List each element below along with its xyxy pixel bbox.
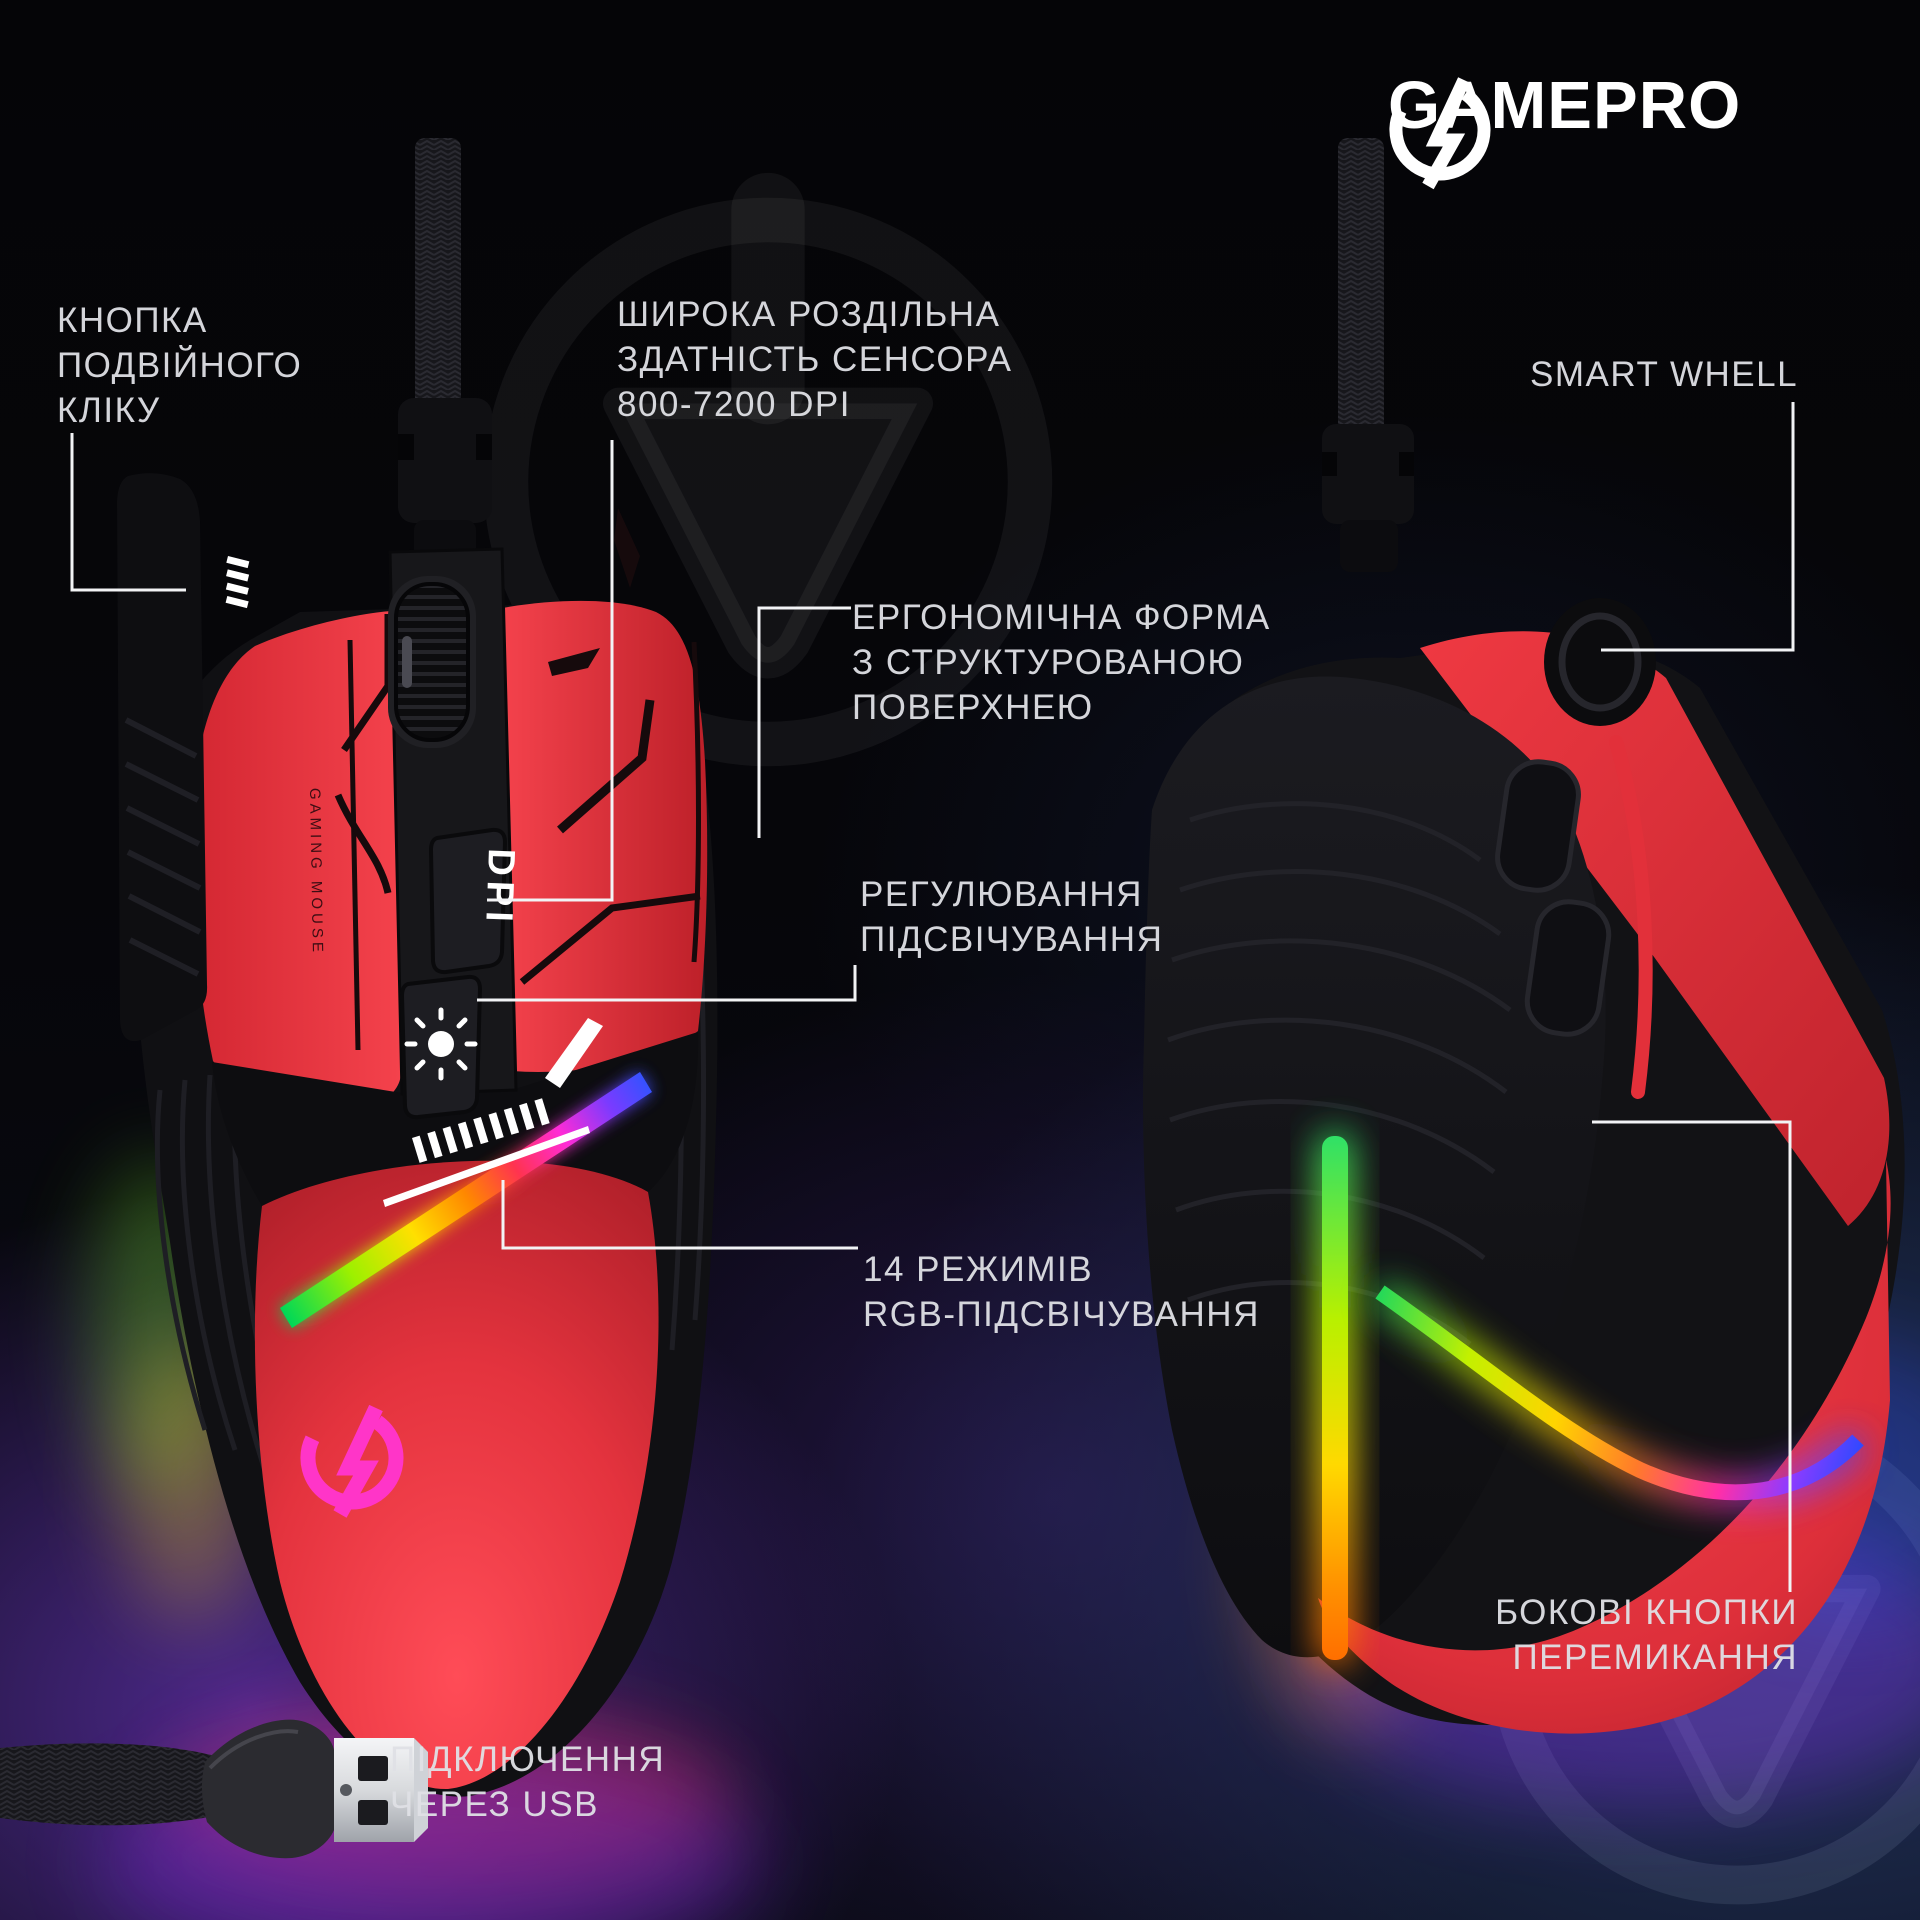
label-line: ЕРГОНОМІЧНА ФОРМА [852,598,1271,637]
label-side-buttons: БОКОВІ КНОПКИ ПЕРЕМИКАННЯ [1495,1590,1798,1680]
side-button-forward [1495,759,1581,893]
side-black-hump [1143,676,1606,1658]
middle-band [212,1032,699,1206]
palm-rest [254,1160,659,1790]
double-click-side-button [117,473,208,1042]
label-line: RGB-ПІДСВІЧУВАННЯ [863,1295,1260,1334]
usb-plug [334,1738,428,1842]
label-double-click-button: КНОПКА ПОДВІЙНОГО КЛІКУ [57,298,302,433]
usb-cable-icon [0,1719,428,1859]
callout-sensor-dpi [487,440,614,902]
label-line: ПІДСВІЧУВАННЯ [860,920,1164,959]
side-buttons-group [1495,759,1612,1037]
label-smart-wheel: SMART WHELL [1530,352,1798,397]
scroll-wheel [388,576,476,748]
side-button-back [1524,899,1612,1037]
label-usb-connection: ПІДКЛЮЧЕННЯ ЧЕРЕЗ USB [390,1737,665,1827]
decor-accent-lines [334,508,701,1051]
label-line: ПОВЕРХНЕЮ [852,688,1094,727]
side-rgb-front [1322,1136,1348,1660]
label-line: ШИРОКА РОЗДІЛЬНА [617,295,1001,334]
label-line: ПІДКЛЮЧЕННЯ [390,1740,666,1779]
label-line: SMART WHELL [1530,355,1799,394]
callout-rgb-modes [501,1180,858,1250]
decor-white-marks [225,556,603,1207]
callout-ergonomic [757,606,851,838]
brightness-icon [404,1007,478,1081]
label-line: 800-7200 DPI [617,385,851,424]
cable-strain-relief [398,398,492,568]
label-line: РЕГУЛЮВАННЯ [860,875,1143,914]
callout-double-click [70,433,186,592]
label-line: КНОПКА [57,301,208,340]
callout-backlight [477,965,857,1002]
brand-logo: GAMEPRO [1388,72,1741,190]
mouse-top-view: DPI GAMING MOU [117,138,718,1797]
label-line: ЗДАТНІСТЬ СЕНСОРА [617,340,1013,379]
side-rgb-bottom [1375,1285,1864,1501]
dpi-button: DPI [428,827,522,975]
braided-cable-side [1338,138,1384,438]
braided-cable [415,138,461,428]
label-line: З СТРУКТУРОВАНОЮ [852,643,1245,682]
side-red-sliver [1609,735,1653,1099]
label-line: ПЕРЕМИКАННЯ [1512,1638,1798,1677]
label-rgb-modes: 14 РЕЖИМІВ RGB-ПІДСВІЧУВАННЯ [863,1247,1260,1337]
mouse-side-view [1143,138,1905,1734]
dpi-button-label: DPI [477,848,522,928]
mouse-logo [300,1404,404,1518]
left-click-shell [191,611,401,1113]
label-sensor-dpi: ШИРОКА РОЗДІЛЬНА ЗДАТНІСТЬ СЕНСОРА 800-7… [617,292,1013,427]
shell-print-text: GAMING MOUSE [306,788,326,956]
callout-smart-wheel [1601,402,1795,652]
label-line: 14 РЕЖИМІВ [863,1250,1094,1289]
rgb-strip [280,1072,652,1328]
label-line: ПОДВІЙНОГО [57,346,303,385]
side-scroll-wheel [1544,598,1656,726]
side-red-bottom [1318,1160,1891,1734]
callout-side-buttons [1592,1120,1792,1592]
label-line: ЧЕРЕЗ USB [390,1785,599,1824]
label-line: КЛІКУ [57,391,161,430]
label-ergonomic-shape: ЕРГОНОМІЧНА ФОРМА З СТРУКТУРОВАНОЮ ПОВЕР… [852,595,1271,730]
label-line: БОКОВІ КНОПКИ [1495,1593,1798,1632]
backlight-button [399,974,483,1120]
label-backlight-adjust: РЕГУЛЮВАННЯ ПІДСВІЧУВАННЯ [860,872,1163,962]
gamepro-logo-icon [1389,77,1491,190]
cable-strain-relief-side [1322,424,1414,572]
